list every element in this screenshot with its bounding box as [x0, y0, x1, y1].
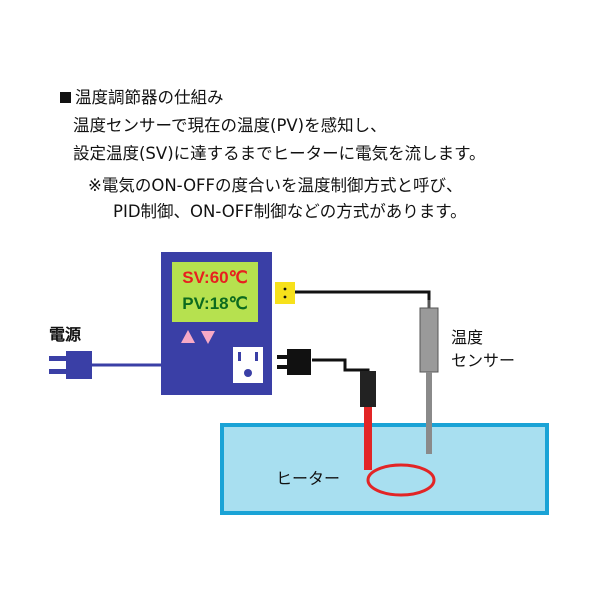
bullet-square-icon [60, 92, 71, 103]
note-line-1: ※電気のON-OFFの度合いを温度制御方式と呼び、 [88, 176, 463, 195]
power-outlet-icon [231, 345, 265, 385]
heater-cable [312, 358, 370, 378]
heater-label: ヒーター [276, 469, 341, 488]
heading-text: 温度調節器の仕組み [75, 88, 224, 107]
sensor-label-line-2: センサー [451, 351, 516, 370]
sv-readout: SV:60℃ [182, 268, 247, 287]
pv-readout: PV:18℃ [182, 294, 247, 313]
triangle-up-icon[interactable] [181, 330, 195, 343]
water-tank [220, 423, 549, 515]
power-label: 電源 [49, 325, 82, 344]
heater-connector [360, 371, 376, 407]
triangle-down-icon[interactable] [201, 331, 215, 344]
controller-display [172, 262, 258, 322]
power-plug-icon [49, 351, 92, 379]
heater-coil [366, 463, 436, 497]
heater-plug-icon [277, 349, 311, 375]
sensor-connector [275, 282, 295, 304]
note-line-2: PID制御、ON-OFF制御などの方式があります。 [113, 202, 467, 221]
heading: 温度調節器の仕組み [60, 88, 224, 108]
sensor-label-line-1: 温度 [451, 328, 484, 347]
temperature-sensor-probe [419, 300, 439, 454]
description-line-1: 温度センサーで現在の温度(PV)を感知し、 [73, 116, 387, 135]
description-line-2: 設定温度(SV)に達するまでヒーターに電気を流します。 [73, 144, 486, 163]
sensor-cable [293, 290, 431, 318]
